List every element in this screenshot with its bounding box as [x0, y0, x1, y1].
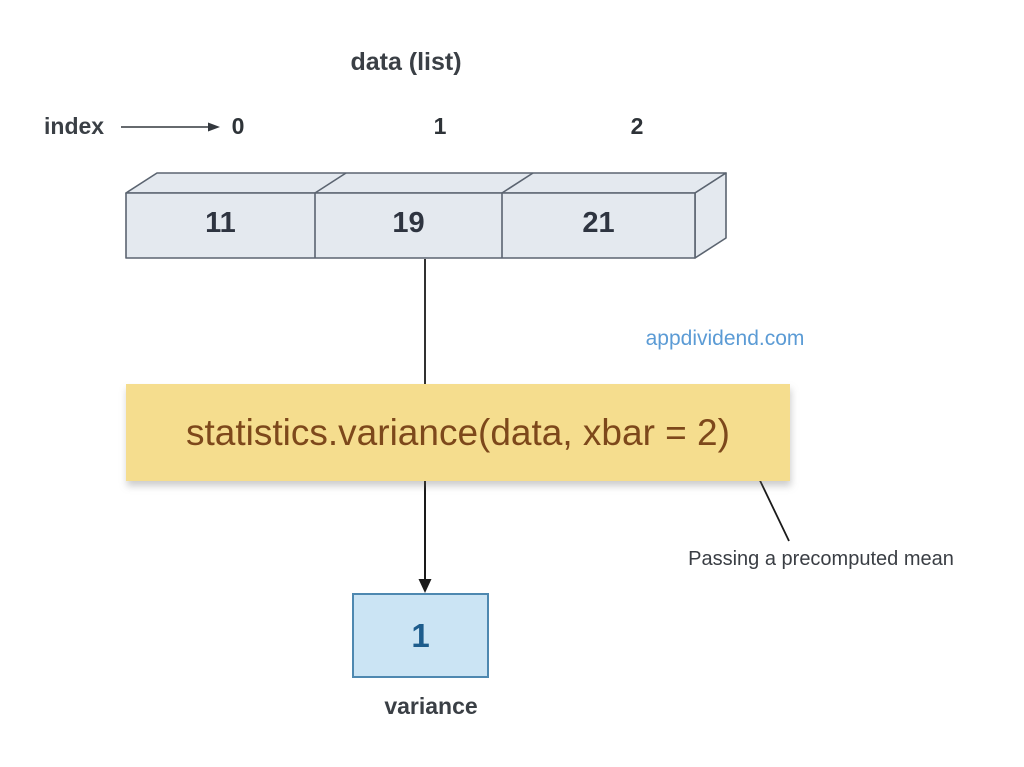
result-value: 1 — [411, 616, 430, 654]
annotation-label: Passing a precomputed mean — [688, 548, 954, 570]
array-top-face — [125, 172, 727, 194]
index-2: 2 — [630, 113, 644, 139]
cell-divider-top — [314, 172, 347, 194]
index-arrow — [121, 122, 220, 132]
connector-arrow-bottom — [418, 481, 432, 593]
array-front-face — [125, 192, 696, 259]
cell-divider-top — [501, 172, 534, 194]
array-cell-1: 19 — [392, 207, 425, 239]
array-cell-2: 21 — [582, 207, 615, 239]
array-cell-0: 11 — [205, 207, 236, 239]
index-0: 0 — [231, 113, 245, 139]
diagram-title: data (list) — [350, 48, 462, 76]
index-label: index — [44, 113, 105, 139]
result-label: variance — [384, 693, 478, 719]
function-call-text: statistics.variance(data, xbar = 2) — [186, 411, 730, 453]
index-1: 1 — [433, 113, 447, 139]
array-3d-box — [125, 172, 727, 259]
result-box: 1 — [352, 593, 489, 678]
watermark-link: appdividend.com — [645, 327, 805, 350]
function-call-box: statistics.variance(data, xbar = 2) — [126, 384, 790, 481]
